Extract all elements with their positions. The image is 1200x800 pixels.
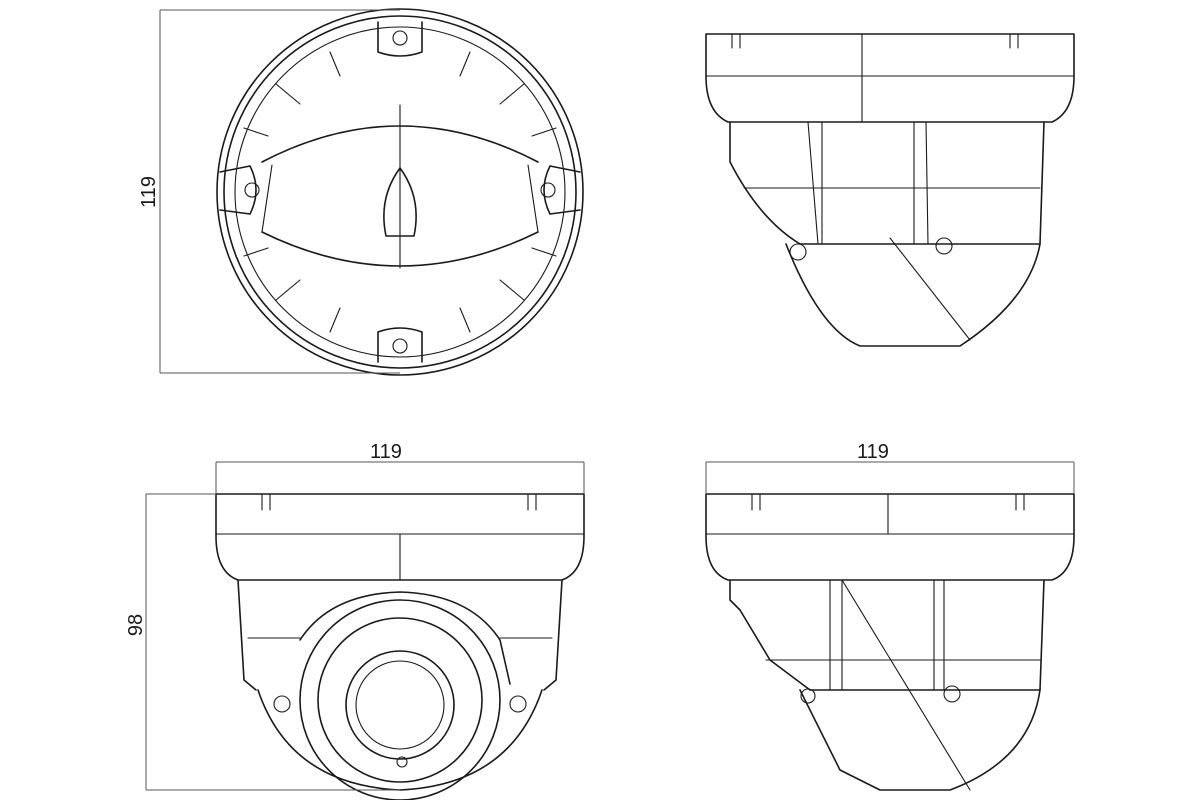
dimension-side-view-width: 119 — [705, 441, 1075, 494]
dimension-label-side-view-width: 119 — [857, 441, 889, 463]
front-view — [215, 493, 585, 800]
dimension-label-top-view-height: 119 — [138, 176, 160, 208]
dimension-front-view-height: 98 — [125, 493, 400, 791]
side-view-lower — [705, 493, 1075, 791]
dimension-label-front-view-height: 98 — [125, 614, 147, 636]
side-view-upper — [705, 33, 1075, 347]
dimension-front-view-width: 119 — [215, 441, 585, 494]
dimension-label-front-view-width: 119 — [370, 441, 402, 463]
dimension-top-view-height: 119 — [138, 9, 400, 374]
top-view — [216, 8, 584, 376]
